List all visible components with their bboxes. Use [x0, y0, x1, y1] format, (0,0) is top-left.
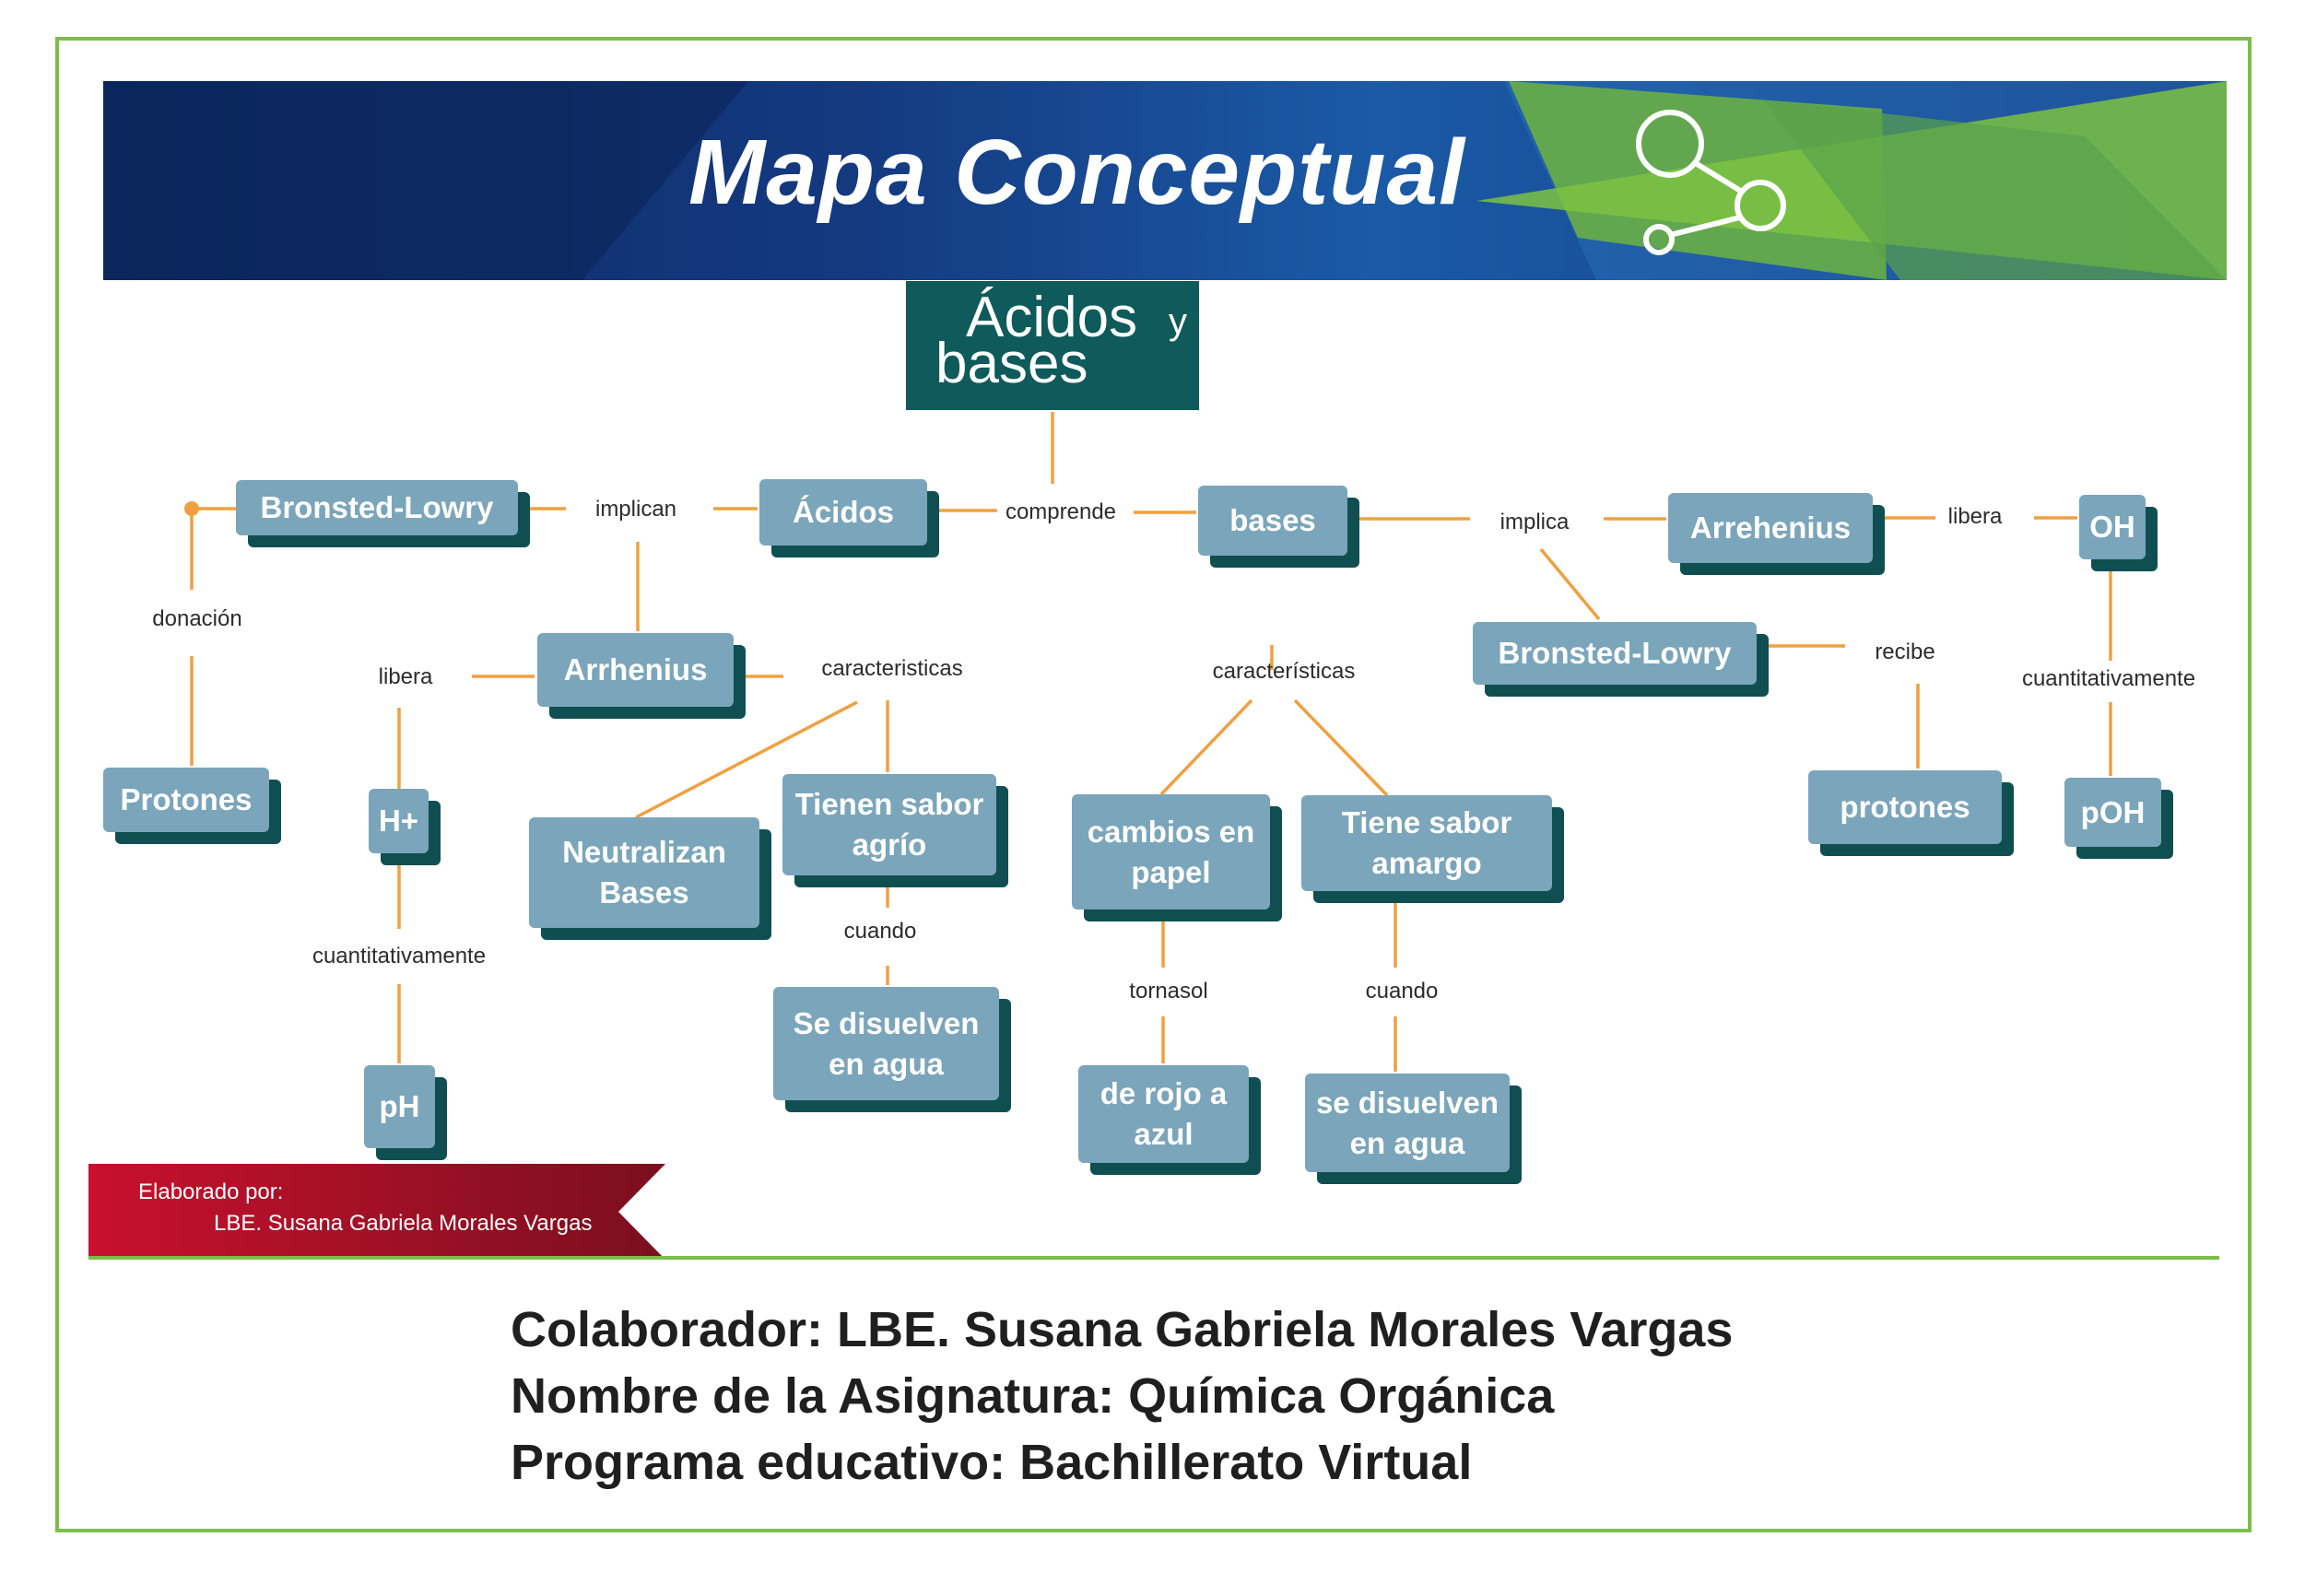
node-acidos: Ácidos [759, 479, 927, 546]
connector-line [635, 700, 858, 819]
node-bronsted-lowry-right: Bronsted-Lowry [1473, 622, 1757, 685]
node-cambios-en-papel: cambios en papel [1072, 794, 1270, 909]
node-protones-left: Protones [103, 768, 269, 832]
label-cuando-acidos: cuando [843, 919, 917, 944]
credit-label: Elaborado por: [138, 1179, 284, 1204]
main-title-word-y: y [1169, 301, 1187, 342]
node-protones-right: protones [1808, 770, 2002, 844]
label-recibe: recibe [1875, 640, 1935, 664]
label-libera-left: libera [378, 664, 433, 689]
label-donacion: donación [152, 606, 242, 631]
node-arrehenius: Arrehenius [1668, 493, 1873, 563]
connector-line [1539, 547, 1601, 621]
node-ph: pH [364, 1065, 435, 1148]
node-neutralizan-bases: Neutralizan Bases [529, 817, 759, 928]
connector-dot [184, 501, 199, 516]
molecule-icon [1636, 110, 1786, 255]
label-cuantitativamente-right: cuantitativamente [2021, 666, 2196, 691]
footer-divider [88, 1256, 2219, 1260]
node-se-disuelven-en-agua-bases: se disuelven en agua [1305, 1074, 1510, 1172]
credit-author: LBE. Susana Gabriela Morales Vargas [214, 1211, 593, 1236]
node-arrhenius: Arrhenius [537, 633, 734, 707]
label-cuando-bases: cuando [1365, 979, 1439, 1003]
node-h-plus: H+ [369, 789, 429, 853]
node-bases: bases [1198, 486, 1347, 556]
footer-colaborador: Colaborador: LBE. Susana Gabriela Morale… [511, 1302, 1734, 1357]
label-caracteristicas-bases: características [1212, 659, 1356, 684]
footer-programa: Programa educativo: Bachillerato Virtual [511, 1435, 1473, 1490]
main-title-box: Ácidos y bases [906, 281, 1199, 410]
node-de-rojo-a-azul: de rojo a azul [1078, 1065, 1249, 1163]
node-se-disuelven-en-agua: Se disuelven en agua [773, 987, 999, 1100]
node-oh: OH [2079, 495, 2146, 559]
connector-line [1159, 698, 1253, 796]
label-comprende: comprende [1005, 499, 1117, 524]
label-caracteristicas-acidos: caracteristicas [821, 656, 963, 681]
banner-decoration [103, 81, 2227, 280]
label-libera-right: libera [1947, 504, 2003, 529]
node-tienen-sabor-agrio: Tienen sabor agrío [782, 774, 996, 875]
connector-line [1293, 698, 1389, 797]
main-title-word-acidos: Ácidos [966, 286, 1138, 349]
node-tiene-sabor-amargo: Tiene sabor amargo [1301, 795, 1552, 891]
banner-title: Mapa Conceptual [688, 121, 1465, 224]
main-title-word-bases: bases [935, 332, 1088, 395]
node-poh: pOH [2064, 778, 2161, 847]
label-implica: implica [1499, 510, 1570, 534]
node-bronsted-lowry-left: Bronsted-Lowry [236, 480, 518, 535]
outer-frame [55, 37, 2252, 1532]
banner: Mapa Conceptual [103, 81, 2227, 280]
label-cuantitativamente-left: cuantitativamente [312, 944, 487, 968]
footer-asignatura: Nombre de la Asignatura: Química Orgánic… [511, 1368, 1555, 1424]
label-tornasol: tornasol [1129, 979, 1208, 1003]
credit-ribbon [88, 1164, 665, 1260]
label-implican: implican [594, 497, 677, 522]
